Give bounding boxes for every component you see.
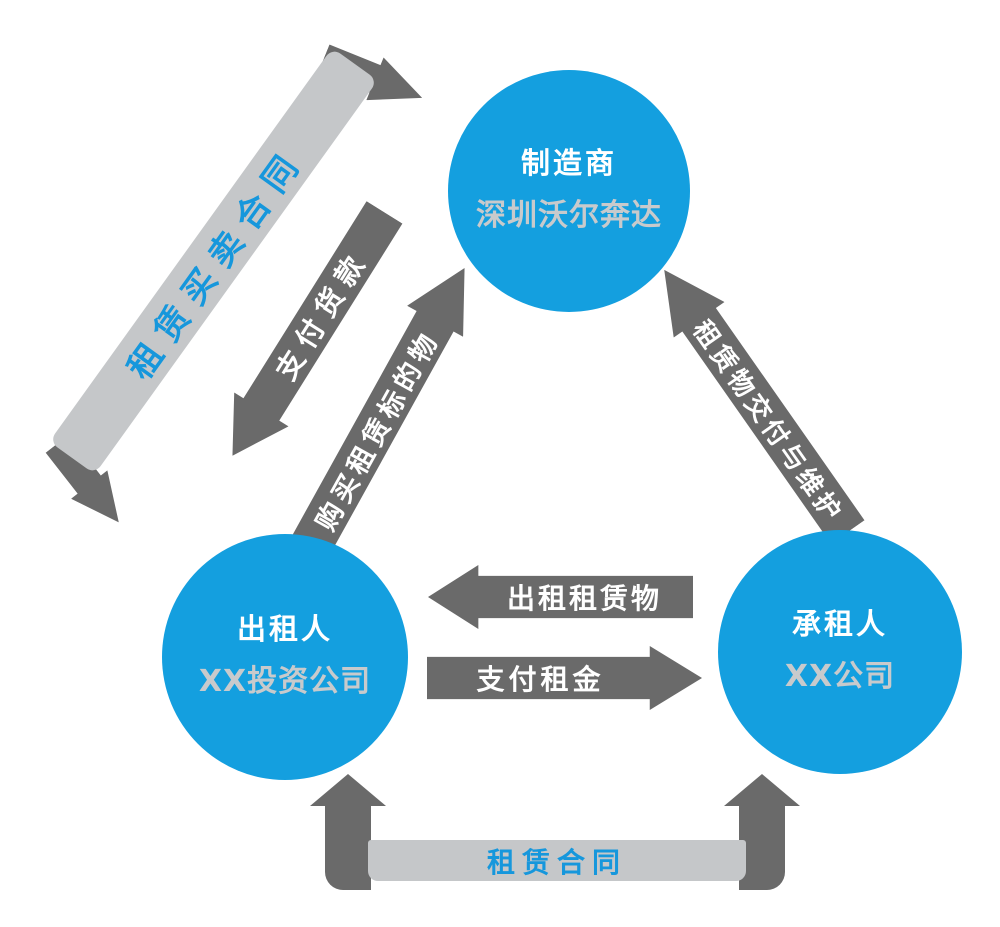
manufacturer-name: 深圳沃尔奔达 bbox=[476, 198, 662, 233]
manufacturer-node-text: 制造商 深圳沃尔奔达 bbox=[476, 140, 662, 234]
lessor-node: 出租人 XX投资公司 bbox=[162, 534, 408, 780]
pay-goods-label: 支付货款 bbox=[269, 242, 376, 386]
buy-leased-asset-label: 购买租赁标的物 bbox=[310, 324, 446, 536]
lease-contract-ribbon: 租赁合同 bbox=[368, 840, 746, 881]
lessor-name: XX投资公司 bbox=[198, 664, 372, 699]
lease-sale-contract-ribbon: 租赁买卖合同 bbox=[49, 47, 378, 475]
pay-rent-label: 支付租金 bbox=[476, 663, 605, 696]
lease-out-asset-arrow: 出租租赁物 bbox=[428, 565, 693, 629]
lease-out-asset-label: 出租租赁物 bbox=[506, 582, 662, 615]
pay-rent-arrow: 支付租金 bbox=[427, 646, 702, 710]
manufacturer-role: 制造商 bbox=[520, 146, 617, 180]
lessee-name: XX公司 bbox=[784, 659, 896, 694]
delivery-maintenance-label: 租赁物交付与维护 bbox=[686, 315, 849, 529]
manufacturer-node: 制造商 深圳沃尔奔达 bbox=[448, 70, 690, 312]
lease-contract-arrowhead-left bbox=[310, 774, 386, 806]
lessor-role: 出租人 bbox=[236, 612, 333, 646]
lease-contract-stem-right bbox=[739, 804, 785, 890]
lease-contract-label: 租赁合同 bbox=[486, 845, 627, 879]
lessee-role: 承租人 bbox=[791, 607, 888, 641]
lease-contract-arrowhead-right bbox=[724, 774, 800, 806]
lease-contract-stem-left bbox=[325, 804, 371, 890]
delivery-maintenance-arrow: 租赁物交付与维护 bbox=[639, 252, 873, 550]
lessor-node-text: 出租人 XX投资公司 bbox=[199, 606, 371, 700]
lessee-node: 承租人 XX公司 bbox=[718, 530, 962, 774]
lessee-node-text: 承租人 XX公司 bbox=[785, 601, 895, 695]
